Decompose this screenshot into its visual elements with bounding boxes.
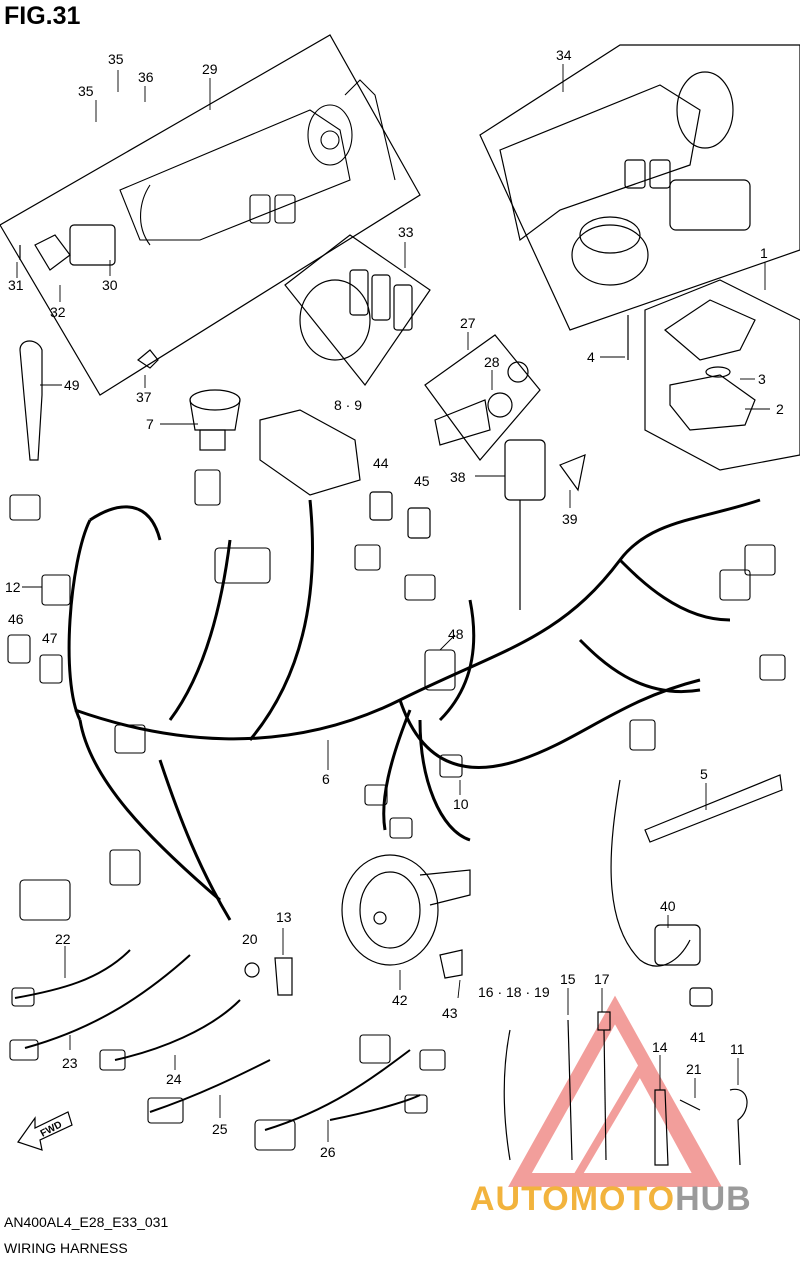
part-label-48: 48 (448, 626, 464, 642)
part-label-16-18-19: 16 · 18 · 19 (478, 984, 550, 1000)
accessory-socket (434, 361, 529, 446)
ignition-switch (119, 79, 396, 246)
part-label-17: 17 (594, 971, 610, 987)
box-ecu (644, 279, 800, 471)
part-label-29: 29 (202, 61, 218, 77)
part-label-6: 6 (322, 771, 330, 787)
watermark-part-b: HUB (675, 1180, 752, 1218)
part-label-47: 47 (42, 630, 58, 646)
main-harness (67, 498, 761, 921)
watermark-part-a: AUTOMOTO (470, 1180, 676, 1218)
part-label-3: 3 (758, 371, 766, 387)
part-label-49: 49 (64, 377, 80, 393)
part-label-26: 26 (320, 1144, 336, 1160)
watermark-text: AUTOMOTOHUB (470, 1180, 752, 1219)
watermark-logo (508, 995, 722, 1187)
box-key-set (284, 234, 431, 387)
horn (341, 854, 471, 979)
part-label-4: 4 (587, 349, 595, 365)
clamp-13 (274, 957, 293, 996)
part-label-15: 15 (560, 971, 576, 987)
part-label-24: 24 (166, 1071, 182, 1087)
fwd-arrow (17, 1111, 73, 1151)
leader-lines (16, 64, 770, 1142)
figure-code: AN400AL4_E28_E33_031 (4, 1214, 169, 1230)
part-label-20: 20 (242, 931, 258, 947)
part-label-27: 27 (460, 315, 476, 331)
part-label-36: 36 (138, 69, 154, 85)
part-label-2: 2 (776, 401, 784, 417)
part-label-8-9: 8 · 9 (334, 397, 363, 413)
ecu-parts (627, 299, 756, 431)
lock-assembly (499, 71, 751, 286)
cable-ties (503, 1011, 748, 1166)
part-label-40: 40 (660, 898, 676, 914)
part-label-41: 41 (690, 1029, 706, 1045)
part-label-39: 39 (562, 511, 578, 527)
switch-connector (19, 224, 116, 271)
grommet (136, 349, 159, 369)
fuse-holder (189, 389, 241, 451)
part-label-23: 23 (62, 1055, 78, 1071)
part-label-10: 10 (453, 796, 469, 812)
part-label-11: 11 (730, 1041, 745, 1057)
part-label-44: 44 (373, 455, 389, 471)
harness-connectors (7, 469, 786, 921)
part-label-35a: 35 (108, 51, 124, 67)
figure-name: WIRING HARNESS (4, 1240, 128, 1256)
part-label-33: 33 (398, 224, 414, 240)
part-label-43: 43 (442, 1005, 458, 1021)
part-label-34: 34 (556, 47, 572, 63)
tape (644, 774, 783, 843)
box-lock-set (479, 44, 800, 331)
part-label-7: 7 (146, 416, 154, 432)
part-label-14: 14 (652, 1039, 668, 1055)
part-label-25: 25 (212, 1121, 228, 1137)
box-socket (424, 334, 541, 461)
part-label-22: 22 (55, 931, 71, 947)
part-label-42: 42 (392, 992, 408, 1008)
relay-44 (369, 491, 393, 521)
speed-sensor (610, 779, 713, 1007)
fuse-box (259, 409, 361, 496)
clip-20 (244, 962, 260, 978)
part-label-35b: 35 (78, 83, 94, 99)
sub-harnesses (14, 949, 421, 1131)
part-label-38: 38 (450, 469, 466, 485)
box-ignition-set (0, 34, 421, 396)
part-label-28: 28 (484, 354, 500, 370)
relay-45 (407, 507, 431, 539)
key-blanks (299, 269, 413, 361)
part-label-5: 5 (700, 766, 708, 782)
figure-title: FIG.31 (4, 2, 81, 30)
part-label-46: 46 (8, 611, 24, 627)
part-label-30: 30 (102, 277, 118, 293)
part-label-37: 37 (136, 389, 152, 405)
part-label-32: 32 (50, 304, 66, 320)
part-label-12: 12 (5, 579, 21, 595)
part-label-13: 13 (276, 909, 292, 925)
sub-harness-connectors (9, 987, 446, 1151)
key (19, 340, 43, 461)
part-label-45: 45 (414, 473, 430, 489)
side-stand-switch (504, 439, 586, 610)
part-label-21: 21 (686, 1061, 702, 1077)
part-label-31: 31 (8, 277, 24, 293)
part-label-1: 1 (760, 245, 768, 261)
